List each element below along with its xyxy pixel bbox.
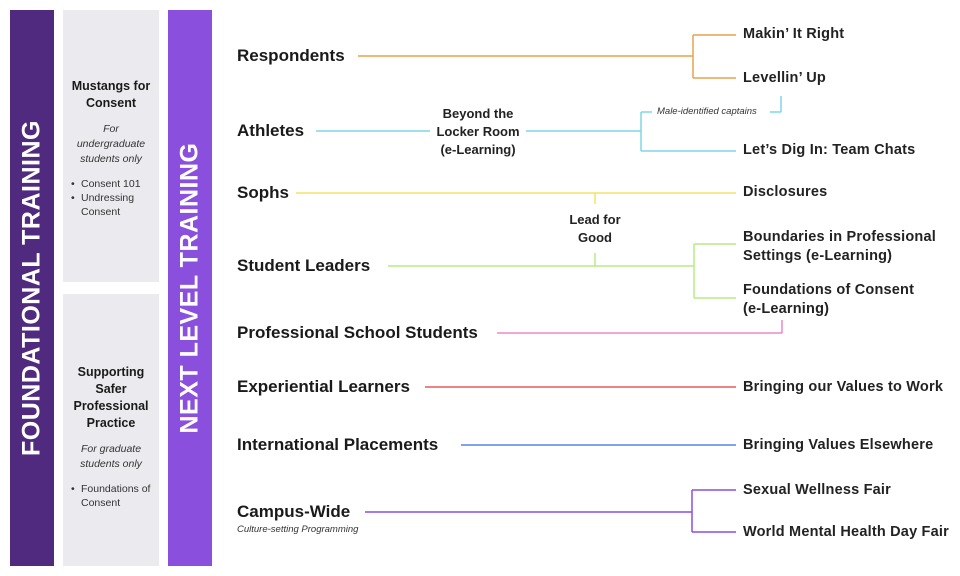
panel-subtitle: For undergraduate students only [76,123,146,165]
program-boundaries: Boundaries in Professional Settings (e-L… [743,229,936,264]
list-item: Foundations of Consent [69,482,153,510]
audience-campus-wide: Campus-Wide [237,502,351,521]
audience-athletes: Athletes [237,121,305,140]
lead-for-good-label: Lead for Good [569,212,621,245]
program-disclosures: Disclosures [743,184,828,200]
program-values-elsewhere: Bringing Values Elsewhere [743,437,934,453]
list-item: Undressing Consent [69,191,153,219]
audience-student-leaders: Student Leaders [237,256,371,275]
audience-sophs: Sophs [237,183,289,202]
panel-title: Mustangs for Consent [71,79,151,110]
audience-experiential: Experiential Learners [237,377,410,396]
panel-subtitle: For graduate students only [80,443,142,470]
program-makin-it-right: Makin’ It Right [743,26,845,42]
panel-list: Foundations of Consent [69,482,153,510]
beyond-locker-room-label: Beyond the Locker Room (e-Learning) [436,106,520,157]
program-values-work: Bringing our Values to Work [743,379,944,395]
campus-wide-connector [365,489,736,533]
sophs-connector [296,192,736,204]
respondents-connector [358,34,736,79]
program-foundations: Foundations of Consent (e-Learning) [743,282,915,317]
athletes-connector [316,96,782,152]
campus-wide-note: Culture-setting Programming [237,524,359,535]
foundational-training-bar: FOUNDATIONAL TRAINING [10,10,54,566]
mustangs-for-consent-panel: Mustangs for Consent For undergraduate s… [63,10,159,282]
program-mental-health-fair: World Mental Health Day Fair [743,524,949,540]
program-levellin-up: Levellin’ Up [743,70,826,86]
male-captains-note: Male-identified captains [657,106,757,117]
audience-respondents: Respondents [237,46,345,65]
next-level-training-bar: NEXT LEVEL TRAINING [168,10,212,566]
panel-list: Consent 101 Undressing Consent [69,177,153,219]
student-leaders-connector [388,243,736,299]
audience-professional-school: Professional School Students [237,323,478,342]
list-item: Consent 101 [69,177,153,191]
program-wellness-fair: Sexual Wellness Fair [743,482,891,498]
program-team-chats: Let’s Dig In: Team Chats [743,142,916,158]
professional-school-connector [497,320,783,334]
audience-international: International Placements [237,435,439,454]
supporting-safer-practice-panel: Supporting Safer Professional Practice F… [63,294,159,566]
panel-title: Supporting Safer Professional Practice [73,365,149,430]
